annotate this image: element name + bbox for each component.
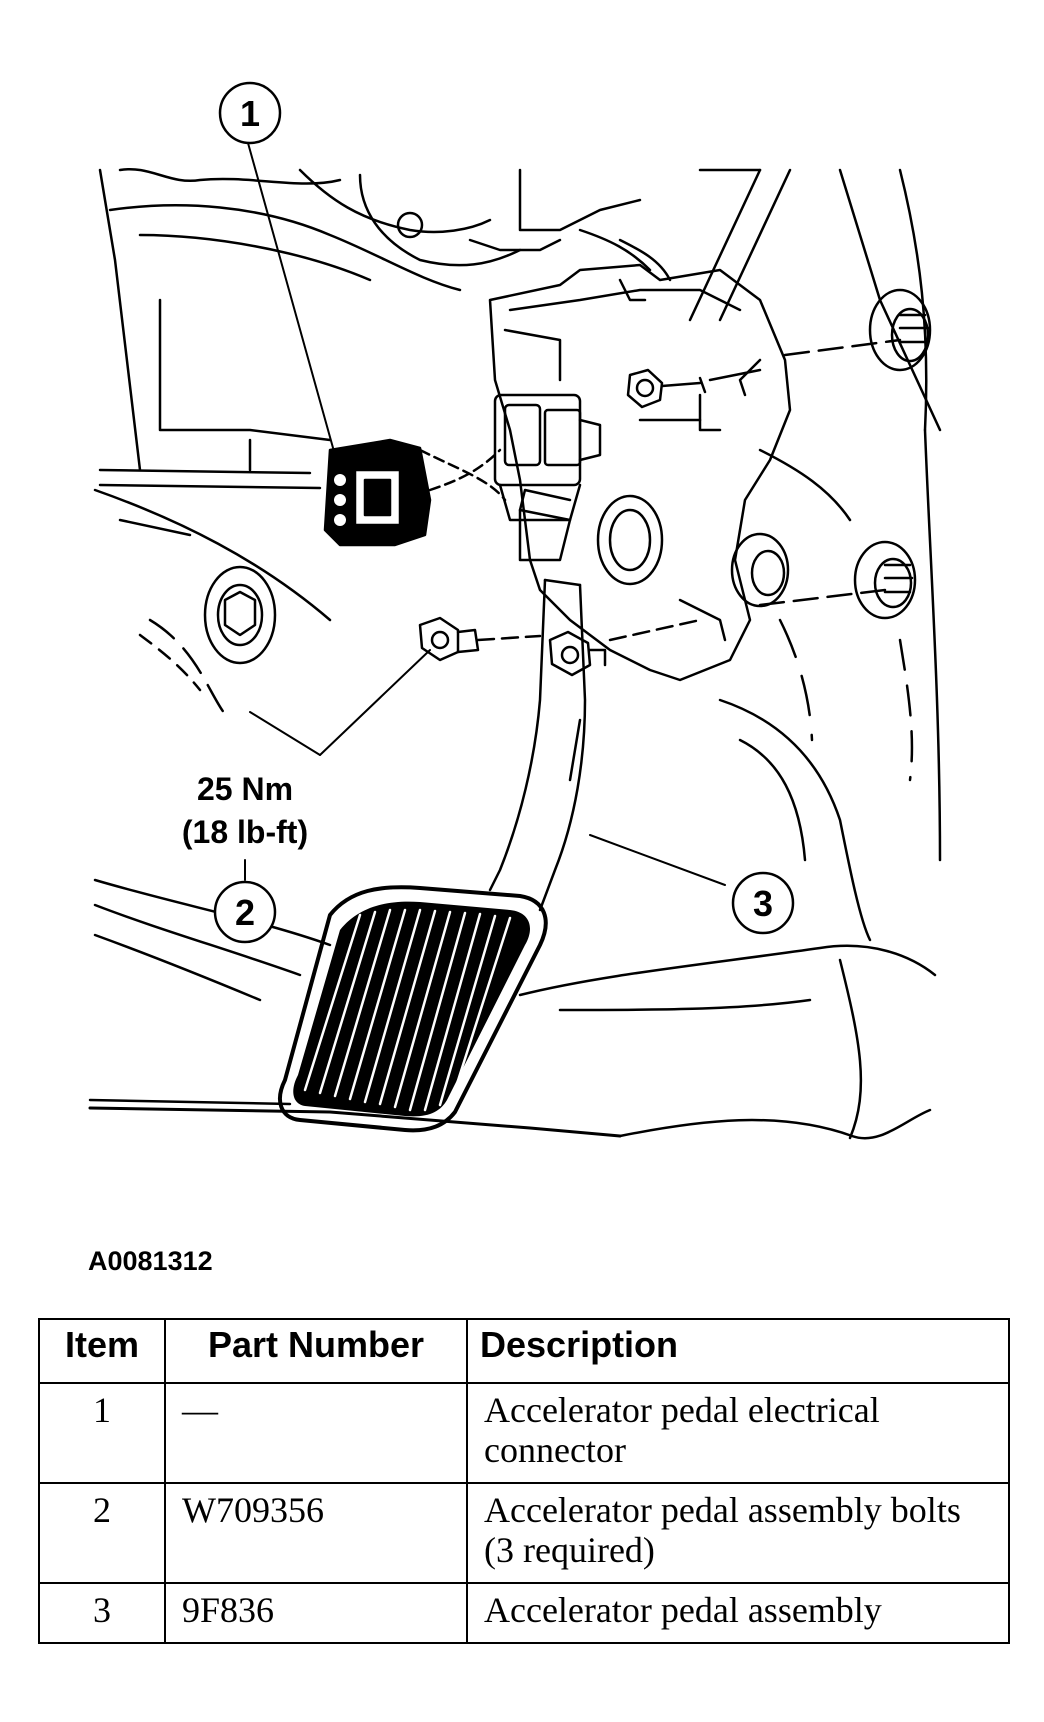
row-description: Accelerator pedal assembly (466, 1582, 1010, 1644)
leader-lines (244, 142, 726, 886)
table-row: 3 9F836 Accelerator pedal assembly (38, 1582, 1010, 1644)
row-part-number: 9F836 (164, 1582, 468, 1644)
firewall-grommets (730, 288, 932, 620)
floor-panel-lines (88, 488, 937, 1140)
table-row: 1 — Accelerator pedal electrical connect… (38, 1382, 1010, 1484)
table-row: 2 W709356 Accelerator pedal assembly bol… (38, 1482, 1010, 1584)
torque-spec-metric: 25 Nm (197, 771, 293, 807)
firewall-nut (203, 565, 277, 665)
arm-pivot-bolt (548, 618, 702, 677)
callout-1: 1 (218, 81, 282, 145)
figure-id: A0081312 (88, 1246, 213, 1276)
callout-2: 2 (213, 880, 277, 944)
svg-text:1: 1 (240, 93, 260, 134)
firewall-structure (98, 167, 942, 942)
pedal-bracket (488, 263, 792, 682)
header-part-number: Part Number (164, 1318, 468, 1384)
row-item: 3 (38, 1582, 166, 1644)
header-description: Description (466, 1318, 1010, 1384)
pedal-pad (278, 885, 548, 1133)
row-item: 2 (38, 1482, 166, 1584)
svg-text:3: 3 (753, 883, 773, 924)
pedal-sensor-connector (493, 393, 602, 522)
table-header-row: Item Part Number Description (38, 1318, 1010, 1384)
row-part-number: W709356 (164, 1482, 468, 1584)
parts-table: Item Part Number Description 1 — Acceler… (38, 1318, 1010, 1644)
torque-spec-imperial: (18 lb-ft) (182, 814, 308, 850)
row-description: Accelerator pedal assembly bolts (3 requ… (466, 1482, 1010, 1584)
accelerator-pedal-illustration: 1 2 3 25 Nm (18 lb-ft) (88, 81, 942, 1140)
loose-bolt-left (418, 616, 542, 662)
harness-connector (98, 438, 507, 547)
svg-text:2: 2 (235, 892, 255, 933)
row-part-number: — (164, 1382, 468, 1484)
callout-3: 3 (731, 871, 795, 935)
pedal-arm (488, 488, 587, 912)
bracket-upper-bolt (626, 368, 762, 409)
row-item: 1 (38, 1382, 166, 1484)
row-description: Accelerator pedal electrical connector (466, 1382, 1010, 1484)
header-item: Item (38, 1318, 166, 1384)
